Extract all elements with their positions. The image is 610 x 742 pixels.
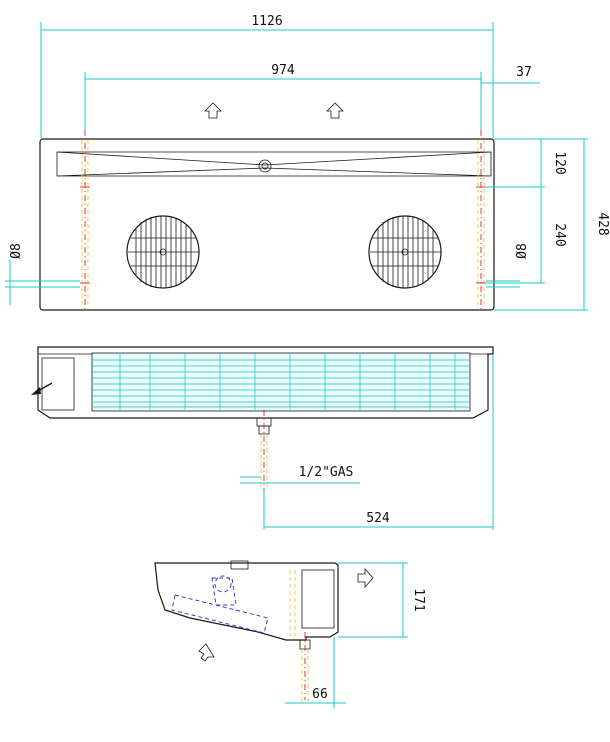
dimension-label-974: 974 <box>271 63 295 78</box>
arrow-diag-icon <box>31 382 53 395</box>
dimension-label-37: 37 <box>516 65 532 80</box>
unit-top-outline <box>39 138 495 311</box>
hidden-coil <box>171 575 269 634</box>
dimension-height: 171 <box>338 562 426 638</box>
dimension-label-gas: 1/2"GAS <box>299 465 354 480</box>
drip-tray-end <box>41 357 75 411</box>
front-view: 1/2"GAS 524 <box>31 346 494 530</box>
dimension-label-hole-left: Ø8 <box>9 243 24 259</box>
dimension-label-1126: 1126 <box>251 14 282 29</box>
connection-nut <box>258 159 272 173</box>
dimension-edge-offset: 37 <box>481 65 540 84</box>
arrow-right-icon <box>357 567 374 589</box>
dimension-vertical-right: 120 240 428 Ø8 <box>486 138 610 311</box>
dimension-label-428: 428 <box>595 212 610 235</box>
dimension-overall-width: 1126 <box>40 14 494 138</box>
dimension-label-240: 240 <box>552 223 567 246</box>
unit-front-outline <box>37 346 494 419</box>
dimension-fixing-spacing: 974 <box>84 63 482 132</box>
arrow-up-icon <box>204 102 222 119</box>
dimension-label-171: 171 <box>411 588 426 611</box>
dimension-label-66: 66 <box>312 687 328 702</box>
dimension-connection-size: 1/2"GAS <box>240 465 360 484</box>
coil-block <box>91 352 471 412</box>
dimension-label-120: 120 <box>552 151 567 174</box>
side-view: 171 66 <box>154 560 426 708</box>
fan-icon <box>126 215 200 289</box>
dimension-connection-position: 524 <box>263 355 494 530</box>
top-view: 1126 974 37 <box>5 14 610 312</box>
gas-connection <box>256 410 272 490</box>
side-fan-housing <box>301 569 335 629</box>
fan-icon <box>368 215 442 289</box>
discharge-louver <box>56 151 492 177</box>
dimension-label-524: 524 <box>366 511 390 526</box>
dimension-label-hole-right: Ø8 <box>515 243 530 259</box>
arrow-up-icon <box>326 102 344 119</box>
dimension-hole-left: Ø8 <box>5 243 80 305</box>
dimension-connection-offset: 66 <box>285 637 346 708</box>
arrow-up-icon <box>198 643 215 662</box>
